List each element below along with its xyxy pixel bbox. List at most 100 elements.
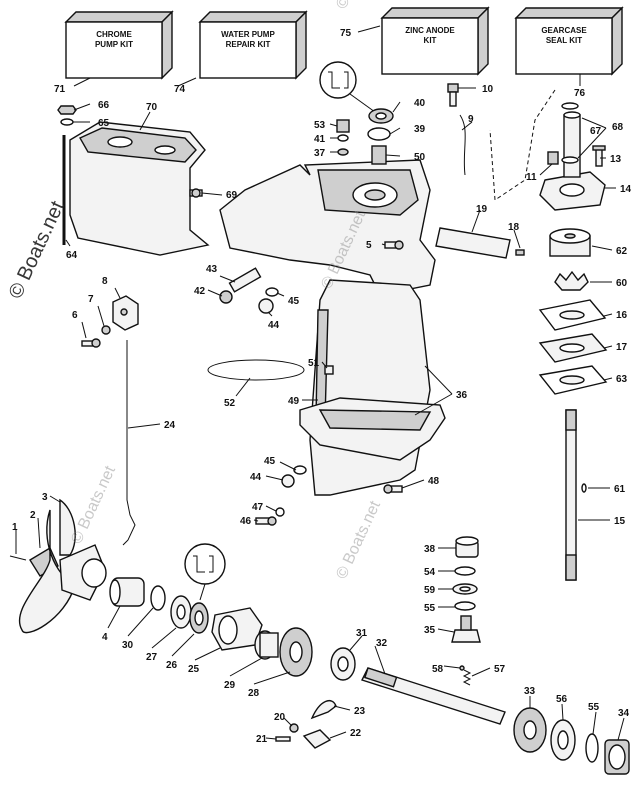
seal-detail-jc <box>184 543 226 601</box>
washer-56[interactable] <box>585 733 599 763</box>
pin-62[interactable] <box>581 483 587 493</box>
kit-box-zinc-anode[interactable]: ZINC ANODE KIT <box>380 6 490 76</box>
callout-52: 52 <box>224 398 236 409</box>
clutch-31[interactable] <box>330 647 356 681</box>
callout-76: 75 <box>340 28 352 39</box>
callout-43: 43 <box>206 264 218 275</box>
bushing-50[interactable] <box>371 145 387 165</box>
washer-42[interactable] <box>219 290 233 304</box>
bearing-60[interactable] <box>452 583 478 595</box>
callout-41: 41 <box>314 134 326 145</box>
bearing-carrier-25[interactable] <box>211 607 263 651</box>
kit-box-gearcase-seal[interactable]: GEARCASE SEAL KIT <box>514 6 624 76</box>
seal-26[interactable] <box>189 602 209 634</box>
pin-43[interactable] <box>228 267 262 293</box>
nut-67[interactable] <box>57 105 77 115</box>
callout-25: 25 <box>188 664 200 675</box>
screw-6[interactable] <box>81 338 101 348</box>
callout-7: 7 <box>88 294 94 305</box>
callout-16: 16 <box>616 310 628 321</box>
shift-rod[interactable] <box>122 340 136 546</box>
screw-51[interactable] <box>324 365 334 375</box>
exhaust-housing[interactable] <box>69 121 210 256</box>
gearcase-lower-body[interactable] <box>309 279 431 496</box>
callout-75: 74 <box>174 84 186 95</box>
o-ring-69[interactable] <box>561 102 579 110</box>
callout-38: 38 <box>424 544 436 555</box>
bearing-38[interactable] <box>455 536 479 558</box>
screw-46[interactable] <box>255 516 277 526</box>
propeller-shaft-32[interactable] <box>361 667 506 725</box>
callout-55: 55 <box>424 603 436 614</box>
callout-15: 15 <box>614 516 626 527</box>
drive-shaft-15[interactable] <box>565 409 577 581</box>
anode-plate[interactable] <box>435 227 511 259</box>
cotter-pin-1[interactable] <box>9 555 27 561</box>
pin-58[interactable] <box>459 665 465 671</box>
callout-77: 76 <box>574 88 586 99</box>
water-tube[interactable] <box>459 114 466 176</box>
screw-21[interactable] <box>275 736 291 742</box>
spring-59[interactable] <box>462 669 472 686</box>
screw-70[interactable] <box>189 188 203 198</box>
gasket-64[interactable] <box>538 365 608 395</box>
bearing-27[interactable] <box>170 595 192 629</box>
grommet-11[interactable] <box>547 151 559 165</box>
kit-box-water-pump-repair[interactable]: WATER PUMP REPAIR KIT <box>198 10 308 80</box>
washer-41[interactable] <box>337 134 349 142</box>
washer-66[interactable] <box>60 118 74 126</box>
thrust-hub-4[interactable] <box>109 577 145 607</box>
callout-36: 36 <box>456 390 468 401</box>
bearing-cup-34[interactable] <box>604 739 630 775</box>
bearing-57[interactable] <box>550 719 576 761</box>
shift-lever-22[interactable] <box>302 699 337 749</box>
impeller-61[interactable] <box>554 270 589 291</box>
callout-39: 39 <box>414 124 426 135</box>
o-ring-68[interactable] <box>561 156 579 164</box>
seal-detail-circle <box>319 61 376 113</box>
forward-gear-33[interactable] <box>513 707 547 753</box>
plug-44-lower[interactable] <box>281 474 295 488</box>
gasket-16[interactable] <box>538 299 607 331</box>
callout-31: 31 <box>356 628 368 639</box>
block-8[interactable] <box>112 295 139 331</box>
plug-44[interactable] <box>258 298 274 314</box>
seal-ring-52[interactable] <box>207 359 305 381</box>
lower-gearcase-cover[interactable] <box>299 397 446 461</box>
washer-45-lower[interactable] <box>293 465 307 475</box>
gear-28[interactable] <box>279 627 313 677</box>
callout-6: 6 <box>72 310 78 321</box>
callout-68: 67 <box>590 126 602 137</box>
callout-64: 63 <box>616 374 628 385</box>
screw-18[interactable] <box>515 249 525 256</box>
watermark: © Boats.net <box>68 463 119 547</box>
washer-45[interactable] <box>265 287 279 297</box>
nut-37[interactable] <box>337 148 349 156</box>
screw-5[interactable] <box>384 240 404 250</box>
screw-48[interactable] <box>383 484 403 494</box>
seal-53[interactable] <box>336 119 350 133</box>
callout-32: 32 <box>376 638 388 649</box>
kit-box-chrome-pump[interactable]: CHROME PUMP KIT <box>64 10 174 80</box>
washer-55[interactable] <box>454 601 476 611</box>
callout-46: 46 <box>240 516 252 527</box>
callout-33: 33 <box>524 686 536 697</box>
pinion-35[interactable] <box>451 615 481 643</box>
gearcase-upper-housing[interactable] <box>219 159 436 296</box>
callout-51: 51 <box>308 358 320 369</box>
callout-67: 66 <box>98 100 110 111</box>
callout-35: 35 <box>424 625 436 636</box>
propeller-3[interactable] <box>19 498 107 634</box>
washer-54[interactable] <box>454 566 476 576</box>
screw-13[interactable] <box>592 145 606 167</box>
o-ring-30[interactable] <box>150 585 166 611</box>
seal-40[interactable] <box>368 108 394 124</box>
o-ring-39[interactable] <box>367 127 391 141</box>
nut-7[interactable] <box>101 325 111 335</box>
grommet-10[interactable] <box>447 83 459 107</box>
impeller-housing-63[interactable] <box>549 228 591 257</box>
callout-2: 2 <box>30 510 36 521</box>
washer-47[interactable] <box>275 507 285 517</box>
plate-17[interactable] <box>538 333 608 363</box>
reverse-gear-29[interactable] <box>254 630 279 660</box>
